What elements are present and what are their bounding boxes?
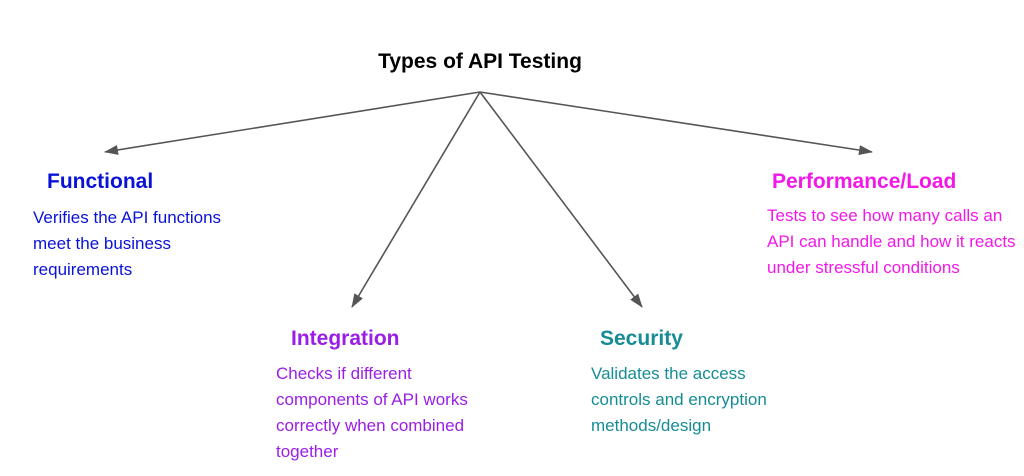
arrow-to-performance — [479, 91, 873, 155]
performance-title: Performance/Load — [772, 170, 957, 193]
functional-title: Functional — [47, 170, 154, 193]
security-description: Validates the access controls and encryp… — [591, 364, 767, 435]
integration-title: Integration — [291, 327, 400, 350]
arrow-to-integration — [351, 91, 481, 308]
integration-description: Checks if different components of API wo… — [276, 364, 468, 461]
performance-description: Tests to see how many calls an API can h… — [767, 206, 1016, 277]
security-title: Security — [600, 327, 683, 350]
arrow-to-functional — [104, 91, 481, 155]
functional-description: Verifies the API functions meet the busi… — [33, 208, 222, 279]
arrow-to-security — [479, 91, 643, 308]
diagram-title: Types of API Testing — [378, 50, 582, 73]
